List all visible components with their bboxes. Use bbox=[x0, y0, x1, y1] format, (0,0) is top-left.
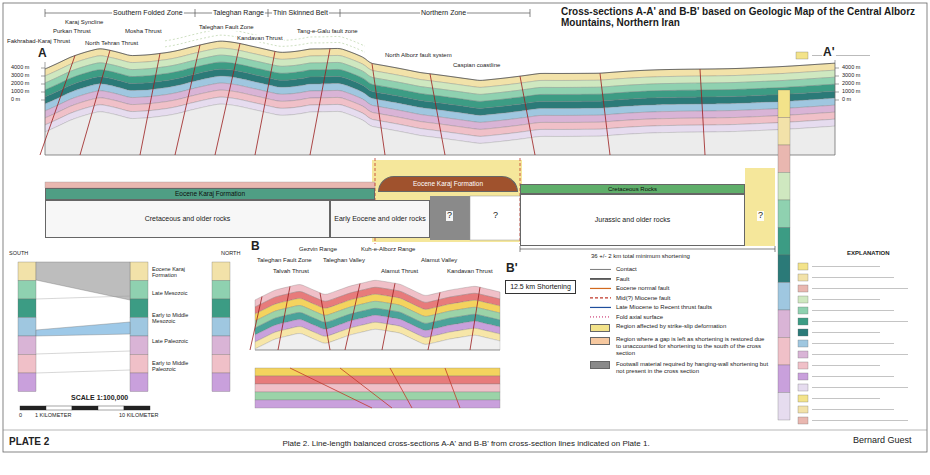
unit-label: Late Mesozoic bbox=[151, 290, 209, 296]
rock-unit-block: Cretaceous and older rocks bbox=[45, 200, 330, 238]
legend-swatch bbox=[590, 361, 610, 369]
scale-label: SCALE 1:100,000 bbox=[70, 394, 129, 402]
restored-section-b bbox=[255, 368, 500, 408]
rock-unit-block: Jurassic and older rocks bbox=[520, 194, 745, 246]
legend-text: Contact bbox=[616, 266, 771, 273]
range-name: Gezvin Range bbox=[298, 246, 338, 253]
legend-line-sample bbox=[590, 297, 611, 298]
legend-text: Late Miocene to Recent thrust faults bbox=[616, 304, 771, 311]
unknown-mark: ? bbox=[492, 211, 499, 221]
fault-name: Fakhrabad-Karaj Thrust bbox=[6, 38, 71, 45]
section-end: A' bbox=[822, 46, 836, 59]
scale-label: 1 KILOMETER bbox=[34, 412, 72, 418]
legend-text: Mid(?) Miocene fault bbox=[616, 295, 771, 302]
explanation-heading: EXPLANATION bbox=[846, 250, 891, 257]
zone-name: Southern Folded Zone bbox=[112, 9, 184, 17]
cross-section-b bbox=[250, 280, 500, 350]
fault-name: Tang-e-Galu fault zone bbox=[296, 28, 359, 35]
plate-caption: Plate 2. Line-length balanced cross-sect… bbox=[150, 440, 782, 449]
unit-name: Cretaceous Rocks bbox=[608, 186, 657, 193]
fault-name: North Tehran Thrust bbox=[84, 40, 139, 47]
fault-name: Alamut Thrust bbox=[380, 268, 419, 275]
legend-line-sample bbox=[590, 269, 611, 270]
unit-name: Eocene Karaj Formation bbox=[175, 190, 245, 197]
cross-section-a bbox=[40, 29, 839, 155]
fault-name: Taleghan Fault Zone bbox=[198, 24, 255, 31]
rock-unit-block: Early Eocene and older rocks bbox=[330, 200, 430, 238]
fault-name: North Alborz fault system bbox=[384, 52, 453, 59]
caption-divider bbox=[3, 430, 927, 431]
section-end: B bbox=[250, 240, 261, 253]
unit-name: Cretaceous and older rocks bbox=[145, 215, 231, 223]
plate-border bbox=[3, 3, 927, 452]
section-end: B' bbox=[505, 262, 519, 275]
restored-section-a bbox=[45, 158, 775, 252]
scale-label: 10 KILOMETER bbox=[118, 412, 159, 418]
legend-text: Fault bbox=[616, 276, 771, 283]
rock-unit-band: Eocene Karaj Formation bbox=[45, 188, 375, 200]
shortening-box: 12.5 km Shortening bbox=[505, 280, 576, 294]
elevation-label: 3000 m bbox=[841, 72, 861, 78]
valley-name: Taleghan Valley bbox=[322, 257, 366, 264]
legend-text: Eocene normal fault bbox=[616, 285, 771, 292]
zone-name: Thin Skinned Belt bbox=[272, 9, 329, 17]
unknown-mark: ? bbox=[446, 211, 453, 221]
legend-text: Footwall material required by hanging-wa… bbox=[616, 361, 771, 375]
zone-name: Northern Zone bbox=[420, 9, 467, 17]
explanation-panel bbox=[778, 52, 908, 424]
elevation-label: 4000 m bbox=[10, 64, 30, 70]
valley-name: Alamut Valley bbox=[420, 257, 458, 264]
fault-name: Taleghan Fault Zone bbox=[256, 257, 313, 264]
legend-samples bbox=[590, 269, 611, 317]
elevation-label: 2000 m bbox=[10, 80, 30, 86]
legend-line-sample bbox=[590, 288, 611, 289]
direction-label: SOUTH bbox=[8, 250, 29, 256]
scale-label: 0 bbox=[18, 412, 23, 418]
elevation-label: 1000 m bbox=[10, 88, 30, 94]
fault-name: Talvah Thrust bbox=[272, 268, 310, 275]
legend-line-sample bbox=[590, 307, 611, 308]
legend-text: Fold axial surface bbox=[616, 314, 771, 321]
fault-name: Mosha Thrust bbox=[124, 28, 163, 35]
shortening-note: 36 +/- 2 km total minimum shortening bbox=[590, 253, 691, 260]
rock-unit-dome: Eocene Karaj Formation bbox=[378, 176, 518, 192]
elevation-label: 1000 m bbox=[841, 88, 861, 94]
range-name: Kuh-e-Alborz Range bbox=[360, 246, 416, 253]
unit-label: Early to Middle Paleozoic bbox=[151, 360, 209, 372]
unit-name: Early Eocene and older rocks bbox=[334, 215, 425, 223]
author-name: Bernard Guest bbox=[852, 436, 913, 446]
elevation-label: 0 m bbox=[10, 96, 21, 102]
unit-name: Eocene Karaj Formation bbox=[413, 180, 483, 187]
plate-title: Cross-sections A-A' and B-B' based on Ge… bbox=[560, 6, 924, 28]
legend-line-sample bbox=[590, 316, 611, 317]
feature-name: Caspian coastline bbox=[452, 62, 501, 69]
fault-name: Kandavan Thrust bbox=[236, 35, 284, 42]
fold-name: Karaj Syncline bbox=[64, 19, 104, 26]
elevation-label: 0 m bbox=[841, 96, 852, 102]
elevation-label: 3000 m bbox=[10, 72, 30, 78]
rock-unit-band: Cretaceous Rocks bbox=[520, 184, 745, 194]
unit-label: Eocene Karaj Formation bbox=[151, 266, 209, 278]
elevation-label: 2000 m bbox=[841, 80, 861, 86]
unit-name: Jurassic and older rocks bbox=[595, 216, 670, 224]
stratigraphic-columns bbox=[18, 262, 230, 410]
legend-swatch bbox=[590, 324, 610, 332]
fault-name: Kandavan Thrust bbox=[446, 268, 494, 275]
legend-text: Region affected by strike-slip deformati… bbox=[616, 323, 771, 330]
fault-name: Purkan Thrust bbox=[52, 28, 92, 35]
unit-label: Late Paleozoic bbox=[151, 338, 209, 344]
elevation-label: 4000 m bbox=[841, 64, 861, 70]
section-end: A bbox=[37, 47, 48, 60]
unit-name: 12.5 km Shortening bbox=[510, 283, 571, 291]
zone-bar bbox=[45, 9, 530, 17]
unit-label: Early to Middle Mesozoic bbox=[151, 312, 209, 324]
plate-number: PLATE 2 bbox=[8, 436, 50, 447]
legend-text: Region where a gap is left as shortening… bbox=[616, 336, 771, 357]
direction-label: NORTH bbox=[220, 250, 241, 256]
legend-line-sample bbox=[590, 278, 611, 279]
legend-swatch bbox=[590, 337, 610, 345]
zone-name: Taleghan Range bbox=[212, 9, 265, 17]
unknown-mark: ? bbox=[757, 211, 764, 221]
